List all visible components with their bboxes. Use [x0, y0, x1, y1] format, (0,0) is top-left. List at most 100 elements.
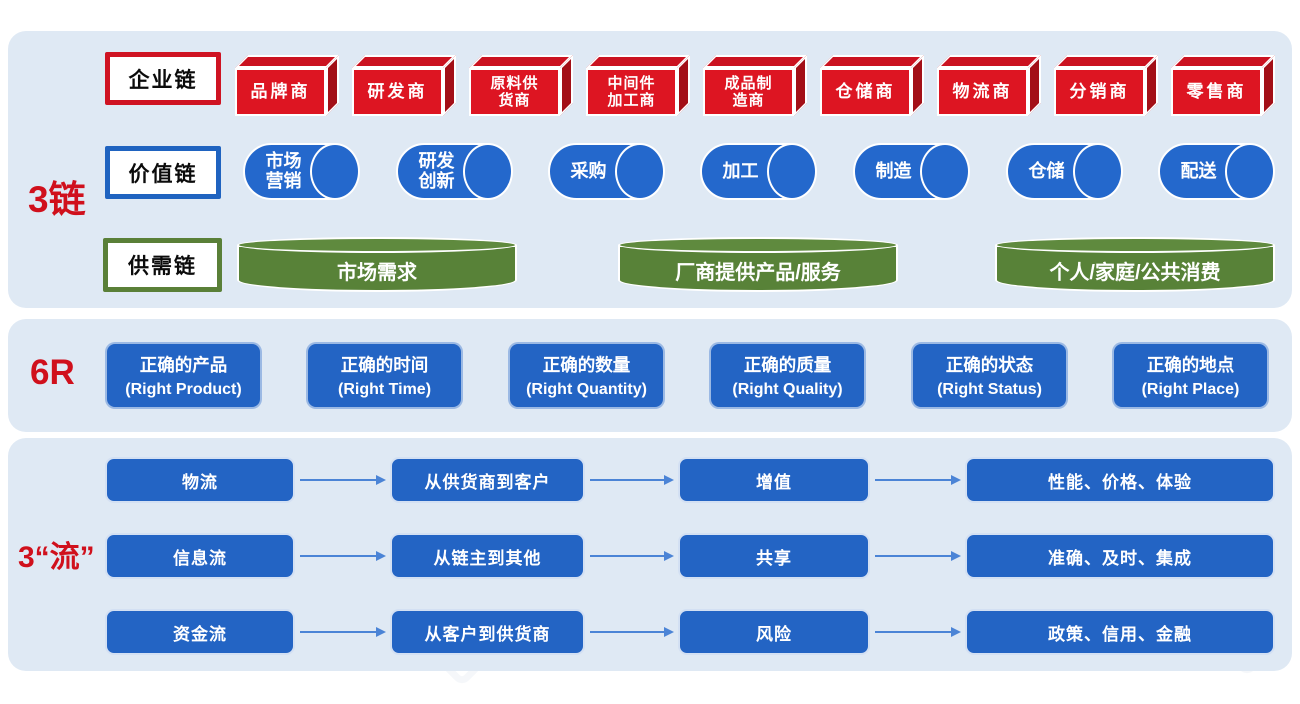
box-top-face — [703, 55, 807, 68]
flow-name-box: 信息流 — [105, 533, 295, 579]
arrow-right-icon — [590, 551, 674, 561]
enterprise-box: 零售商 — [1171, 55, 1275, 116]
panel-six-r-title: 6R — [30, 353, 75, 392]
supply-demand-disk-label: 个人/家庭/公共消费 — [1049, 262, 1221, 284]
box-side-face — [1262, 55, 1275, 116]
arrow-right-icon — [300, 551, 386, 561]
six-r-card-en: (Right Status) — [937, 381, 1042, 398]
box-top-face — [235, 55, 339, 68]
arrow-right-icon — [590, 475, 674, 485]
box-top-face — [586, 55, 690, 68]
cylinder-cap — [920, 143, 970, 200]
cylinder-cap — [463, 143, 513, 200]
flow-traits-box: 性能、价格、体验 — [965, 457, 1275, 503]
six-r-card-en: (Right Quality) — [732, 381, 843, 398]
cylinder-cap — [1073, 143, 1123, 200]
six-r-card: 正确的时间 (Right Time) — [306, 342, 463, 409]
six-r-card-zh: 正确的状态 — [945, 355, 1034, 375]
value-chain-cylinder: 配送 — [1158, 143, 1275, 200]
supply-demand-disk-label: 厂商提供产品/服务 — [675, 262, 841, 284]
value-chain-cylinder: 研发 创新 — [396, 143, 513, 200]
enterprise-box: 中间件 加工商 — [586, 55, 690, 116]
box-side-face — [911, 55, 924, 116]
cylinder-cap — [310, 143, 360, 200]
value-chain-cylinder: 加工 — [700, 143, 817, 200]
enterprise-box-label: 原料供 货商 — [469, 68, 560, 116]
cylinder-cap — [615, 143, 665, 200]
box-top-face — [352, 55, 456, 68]
supply-demand-disk-label: 市场需求 — [337, 262, 417, 284]
disk-top — [995, 237, 1275, 253]
flow-theme-box: 风险 — [678, 609, 870, 655]
enterprise-box-label: 品牌商 — [235, 68, 326, 116]
arrow-right-icon — [300, 627, 386, 637]
enterprise-box: 分销商 — [1054, 55, 1158, 116]
box-top-face — [937, 55, 1041, 68]
enterprise-chain-label: 企业链 — [105, 52, 221, 105]
supply-demand-disk: 厂商提供产品/服务 — [618, 237, 898, 292]
six-r-card: 正确的地点 (Right Place) — [1112, 342, 1269, 409]
flow-traits-box: 准确、及时、集成 — [965, 533, 1275, 579]
value-chain-cylinder-label: 仓储 — [1028, 160, 1065, 181]
six-r-card-zh: 正确的产品 — [139, 355, 228, 375]
arrow-right-icon — [875, 627, 961, 637]
arrow-right-icon — [590, 627, 674, 637]
six-r-card-zh: 正确的质量 — [743, 355, 832, 375]
enterprise-box: 研发商 — [352, 55, 456, 116]
value-chain-cylinder: 市场 营销 — [243, 143, 360, 200]
six-r-card-en: (Right Place) — [1141, 381, 1240, 398]
box-top-face — [469, 55, 573, 68]
value-chain-cylinder-label: 制造 — [875, 160, 912, 181]
box-top-face — [1171, 55, 1275, 68]
value-chain-cylinder-label: 配送 — [1180, 160, 1217, 181]
value-chain-cylinder: 制造 — [853, 143, 970, 200]
enterprise-box-label: 物流商 — [937, 68, 1028, 116]
supply-demand-chain-label: 供需链 — [103, 238, 222, 292]
panel-three-flows: 3“流” 物流 从供货商到客户 增值 性能、价格、体验 信息流 从链主到其他 共… — [8, 438, 1292, 671]
enterprise-box-label: 分销商 — [1054, 68, 1145, 116]
value-chain-cylinder-label: 研发 创新 — [418, 150, 455, 191]
enterprise-box-label: 零售商 — [1171, 68, 1262, 116]
value-chain-cylinder-label: 采购 — [570, 160, 607, 181]
flow-traits-box: 政策、信用、金融 — [965, 609, 1275, 655]
six-r-card-zh: 正确的地点 — [1146, 355, 1235, 375]
panel-six-r: 6R 正确的产品(Right Product) 正确的时间 (Right Time… — [8, 319, 1292, 432]
flow-theme-box: 共享 — [678, 533, 870, 579]
six-r-card-en: (Right Time) — [337, 381, 432, 398]
value-chain-cylinder: 采购 — [548, 143, 665, 200]
enterprise-box-label: 仓储商 — [820, 68, 911, 116]
flow-name-box: 物流 — [105, 457, 295, 503]
enterprise-box: 仓储商 — [820, 55, 924, 116]
arrow-right-icon — [875, 475, 961, 485]
six-r-card: 正确的数量(Right Quantity) — [508, 342, 665, 409]
box-side-face — [677, 55, 690, 116]
box-side-face — [1145, 55, 1158, 116]
six-r-card: 正确的产品(Right Product) — [105, 342, 262, 409]
six-r-card: 正确的状态 (Right Status) — [911, 342, 1068, 409]
six-r-card-zh: 正确的时间 — [340, 355, 429, 375]
flow-path-box: 从供货商到客户 — [390, 457, 585, 503]
value-chain-cylinder-label: 加工 — [722, 160, 759, 181]
panel-three-chains: 3链 企业链 价值链 供需链 品牌商 研发商 原料供 货商 中间件 加工商 成品… — [8, 31, 1292, 308]
disk-top — [237, 237, 517, 253]
enterprise-box-label: 中间件 加工商 — [586, 68, 677, 116]
enterprise-box: 原料供 货商 — [469, 55, 573, 116]
value-chain-cylinder: 仓储 — [1006, 143, 1123, 200]
supply-demand-disk: 个人/家庭/公共消费 — [995, 237, 1275, 292]
cylinder-cap — [1225, 143, 1275, 200]
cylinder-cap — [767, 143, 817, 200]
box-side-face — [1028, 55, 1041, 116]
flow-theme-box: 增值 — [678, 457, 870, 503]
arrow-right-icon — [300, 475, 386, 485]
enterprise-box: 品牌商 — [235, 55, 339, 116]
enterprise-box: 物流商 — [937, 55, 1041, 116]
box-side-face — [794, 55, 807, 116]
panel-chains-title: 3链 — [28, 179, 86, 220]
flow-name-box: 资金流 — [105, 609, 295, 655]
value-chain-cylinder-label: 市场 营销 — [265, 150, 302, 191]
panel-flows-title: 3“流” — [18, 541, 95, 574]
box-side-face — [326, 55, 339, 116]
flow-path-box: 从客户到供货商 — [390, 609, 585, 655]
box-side-face — [560, 55, 573, 116]
